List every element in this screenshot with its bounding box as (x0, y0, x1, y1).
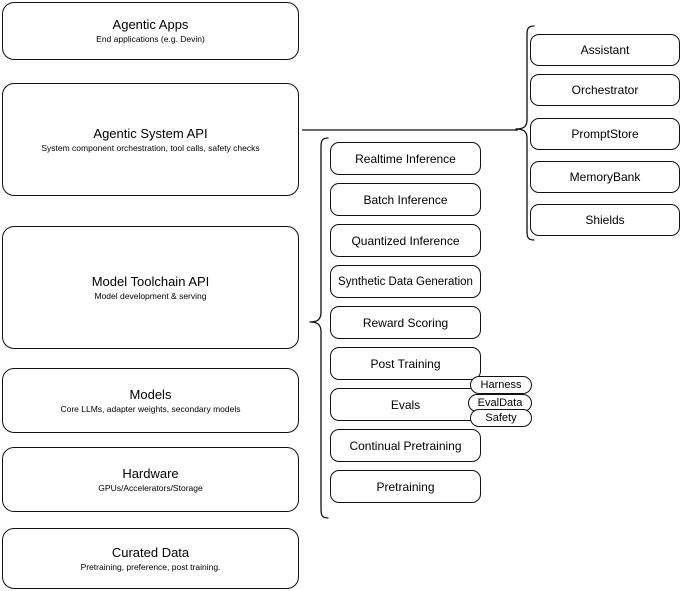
layer-model-toolchain-api[interactable]: Model Toolchain API Model development & … (2, 226, 299, 349)
layer-title: Models (129, 386, 172, 402)
toolchain-item-evals[interactable]: Evals (330, 388, 481, 421)
layer-title: Agentic System API (93, 125, 208, 141)
toolchain-item-reward-scoring[interactable]: Reward Scoring (330, 306, 481, 339)
system-component-orchestrator[interactable]: Orchestrator (530, 74, 680, 106)
layer-models[interactable]: Models Core LLMs, adapter weights, secon… (2, 368, 299, 433)
layer-agentic-apps[interactable]: Agentic Apps End applications (e.g. Devi… (2, 2, 299, 60)
system-component-shields[interactable]: Shields (530, 204, 680, 236)
layer-title: Hardware (122, 465, 179, 481)
layer-title: Agentic Apps (112, 17, 189, 32)
system-api-connector-line (302, 124, 526, 136)
layer-title: Curated Data (111, 544, 190, 560)
layer-hardware[interactable]: Hardware GPUs/Accelerators/Storage (2, 447, 299, 512)
layer-subtitle: System component orchestration, tool cal… (41, 142, 260, 153)
toolchain-item-post-training[interactable]: Post Training (330, 347, 481, 380)
layer-subtitle: Core LLMs, adapter weights, secondary mo… (60, 403, 241, 414)
layer-subtitle: GPUs/Accelerators/Storage (98, 482, 203, 493)
toolchain-item-synthetic-data-generation[interactable]: Synthetic Data Generation (330, 265, 481, 298)
toolchain-item-continual-pretraining[interactable]: Continual Pretraining (330, 429, 481, 462)
system-component-promptstore[interactable]: PromptStore (530, 118, 680, 150)
system-component-assistant[interactable]: Assistant (530, 34, 680, 66)
layer-title: Model Toolchain API (91, 273, 210, 289)
layer-subtitle: End applications (e.g. Devin) (96, 34, 205, 44)
toolchain-brace (306, 136, 330, 520)
toolchain-item-realtime-inference[interactable]: Realtime Inference (330, 142, 481, 175)
system-component-memorybank[interactable]: MemoryBank (530, 161, 680, 193)
layer-agentic-system-api[interactable]: Agentic System API System component orch… (2, 83, 299, 196)
layer-curated-data[interactable]: Curated Data Pretraining, preference, po… (2, 528, 299, 589)
evals-subcomponent-harness[interactable]: Harness (470, 376, 532, 394)
toolchain-item-batch-inference[interactable]: Batch Inference (330, 183, 481, 216)
layer-subtitle: Pretraining, preference, post training. (80, 561, 221, 572)
toolchain-item-pretraining[interactable]: Pretraining (330, 470, 481, 503)
evals-subcomponent-safety[interactable]: Safety (470, 409, 532, 427)
layer-subtitle: Model development & serving (94, 290, 207, 301)
toolchain-item-quantized-inference[interactable]: Quantized Inference (330, 224, 481, 257)
